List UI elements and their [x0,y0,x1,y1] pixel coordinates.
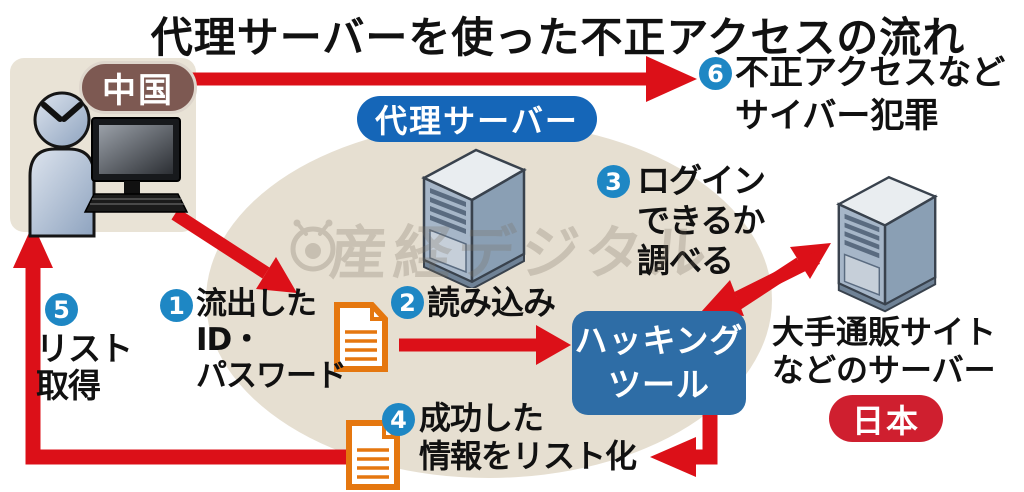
step-3-badge: 3 [597,165,630,198]
step-5-text: リスト 取得 [36,329,133,405]
target-server-line2: などのサーバー [772,351,996,389]
step-1-line: ID・ [196,322,262,358]
step-1-badge: 1 [160,289,193,322]
proxy-server-tower-icon [421,148,527,288]
step-6-line: サイバー犯罪 [735,96,939,136]
step-1-text: 流出した ID・ パスワード [196,286,347,394]
step-5-line: 取得 [36,366,101,405]
arrow-attacker-to-step1 [171,208,297,293]
arrow-list-to-attacker [13,224,348,465]
step-3-line: 調べる [637,241,734,280]
target-server-line1: 大手通販サイト [772,313,997,351]
hacking-tool-line2: ツール [608,365,710,404]
step-2-text: 読み込み [427,283,556,322]
step-6-text: 不正アクセスなど サイバー犯罪 [735,52,1005,138]
success-list-document-icon [346,420,400,490]
step-4-text: 成功した 情報をリスト化 [419,399,637,475]
hacking-tool-line1: ハッキング [574,321,744,360]
step-6-line: 不正アクセスなど [735,53,1006,93]
china-label: 中国 [79,61,197,114]
step-3-line: できるか [637,201,765,240]
target-server-label: 大手通販サイト などのサーバー [772,313,996,389]
hacking-tool-box: ハッキング ツール [572,311,746,415]
step-1-line: 流出した [196,286,317,322]
arrow-doc-to-hacking-tool [399,325,571,365]
page-title: 代理サーバーを使った不正アクセスの流れ [150,13,966,62]
step-3-line: ログイン [637,161,766,200]
step-1-line: パスワード [196,358,347,394]
step-5-badge: 5 [45,293,78,326]
proxy-server-label: 代理サーバー [357,96,597,142]
step-2-line: 読み込み [427,283,556,322]
step-4-line: 成功した [419,399,544,437]
angry-hacker-with-monitor-icon [28,91,189,238]
leaked-id-document-icon [334,302,388,372]
arrow-top-to-step6 [190,56,697,102]
target-server-tower-icon [836,175,938,313]
arrow-server-to-tool [701,252,820,316]
step-2-badge: 2 [391,286,424,319]
step-3-text: ログイン できるか 調べる [637,161,766,281]
japan-label: 日本 [829,395,943,442]
arrow-tool-to-list [650,411,718,477]
step-5-line: リスト [36,329,133,368]
step-4-badge: 4 [382,403,415,436]
step-4-line: 情報をリスト化 [419,437,637,475]
step-6-badge: 6 [699,57,732,90]
